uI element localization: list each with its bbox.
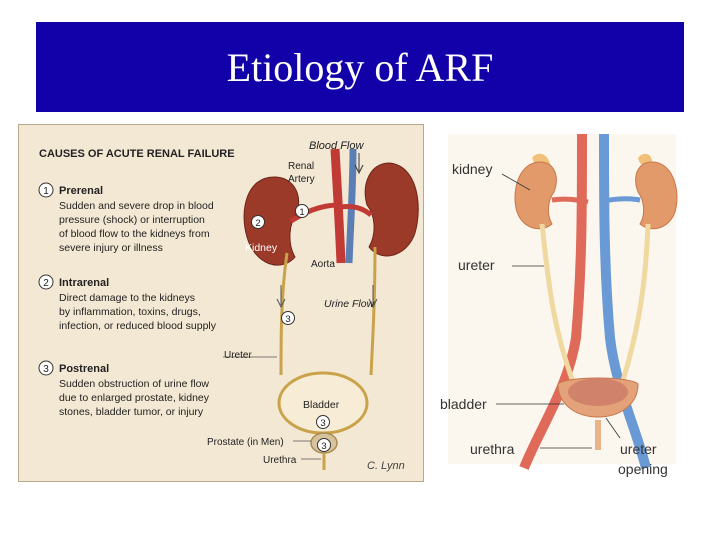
label-ureter-bottom: ureter: [620, 441, 657, 457]
right-renal-vein: [599, 196, 641, 205]
label-artery: Artery: [288, 174, 315, 185]
label-kidney: Kidney: [245, 242, 278, 254]
cause-1-line-1: Sudden and severe drop in blood: [59, 200, 214, 212]
label-urethra: Urethra: [263, 455, 297, 466]
right-ureter: [617, 223, 651, 391]
marker-3c: 3: [321, 441, 326, 452]
left-kidney: [514, 161, 557, 230]
label-aorta: Aorta: [311, 259, 335, 270]
marker-3a: 3: [285, 314, 290, 325]
blood-flow-arrowhead: [354, 164, 364, 175]
urinary-system-svg: kidney ureter bladder urethra ureter ope…: [440, 128, 692, 480]
marker-1-circle: [295, 204, 309, 218]
bladder-interior: [568, 378, 628, 406]
cause-2-number: 2: [43, 278, 49, 289]
left-kidney: [243, 176, 299, 266]
cause-3-number-circle: [38, 360, 54, 376]
label-ureter-top: ureter: [458, 257, 495, 273]
label-prostate: Prostate (in Men): [207, 437, 284, 448]
artist-signature: C. Lynn: [367, 460, 405, 472]
cause-1-title: Prerenal: [59, 185, 103, 197]
causes-diagram: CAUSES OF ACUTE RENAL FAILURE 1 Prerenal…: [18, 124, 424, 482]
label-urine-flow: Urine Flow: [324, 298, 376, 310]
slide-title: Etiology of ARF: [226, 44, 494, 90]
cause-3-title: Postrenal: [59, 363, 109, 375]
aorta: [330, 148, 346, 264]
right-kidney: [364, 162, 419, 257]
vena-cava: [345, 148, 357, 264]
marker-2-circle: [251, 215, 265, 229]
cause-1-line-2: pressure (shock) or interruption: [59, 214, 205, 226]
diagram-heading: CAUSES OF ACUTE RENAL FAILURE: [39, 148, 235, 160]
ureter-opening-leader: [605, 417, 621, 439]
left-ureter: [279, 252, 289, 376]
cause-2-title: Intrarenal: [59, 277, 109, 289]
aorta: [519, 133, 587, 470]
marker-3b: 3: [320, 418, 325, 429]
label-urethra: urethra: [470, 441, 515, 457]
left-renal-artery: [551, 196, 589, 205]
left-renal-artery: [289, 202, 340, 224]
label-bladder: Bladder: [303, 399, 340, 411]
right-kidney: [635, 161, 678, 230]
cause-3-number: 3: [43, 364, 49, 375]
label-blood-flow: Blood Flow: [309, 140, 364, 152]
marker-3c-circle: [317, 438, 331, 452]
label-renal: Renal: [288, 161, 314, 172]
left-ureter: [539, 223, 579, 391]
right-renal-artery: [340, 204, 373, 217]
cause-1-line-3: of blood flow to the kidneys from: [59, 228, 210, 240]
cause-1-number-circle: [38, 182, 54, 198]
marker-2: 2: [255, 218, 260, 229]
urine-flow-arrowhead-left: [276, 298, 286, 309]
cause-2-number-circle: [38, 274, 54, 290]
label-ureter: Ureter: [224, 350, 252, 361]
right-ureter: [369, 246, 377, 376]
cause-2-line-1: Direct damage to the kidneys: [59, 292, 195, 304]
cause-3-line-1: Sudden obstruction of urine flow: [59, 378, 209, 390]
causes-diagram-svg: CAUSES OF ACUTE RENAL FAILURE 1 Prerenal…: [19, 125, 423, 481]
urine-flow-arrowhead-right: [368, 298, 378, 309]
urinary-system-diagram: kidney ureter bladder urethra ureter ope…: [440, 128, 692, 480]
cause-2-line-3: infection, or reduced blood supply: [59, 320, 217, 332]
marker-3a-circle: [281, 311, 295, 325]
label-bladder: bladder: [440, 396, 487, 412]
marker-1: 1: [299, 207, 304, 218]
cause-1-line-4: severe injury or illness: [59, 242, 163, 254]
cause-1-number: 1: [43, 186, 49, 197]
cause-2-line-2: by inflammation, toxins, drugs,: [59, 306, 201, 318]
slide-title-bar: Etiology of ARF: [36, 22, 684, 112]
marker-3b-circle: [316, 415, 330, 429]
cause-3-line-2: due to enlarged prostate, kidney: [59, 392, 210, 404]
cause-3-line-3: stones, bladder tumor, or injury: [59, 406, 204, 418]
label-kidney: kidney: [452, 161, 492, 177]
vena-cava: [599, 133, 651, 470]
kidney-leader: [501, 173, 531, 191]
label-opening: opening: [618, 461, 668, 477]
